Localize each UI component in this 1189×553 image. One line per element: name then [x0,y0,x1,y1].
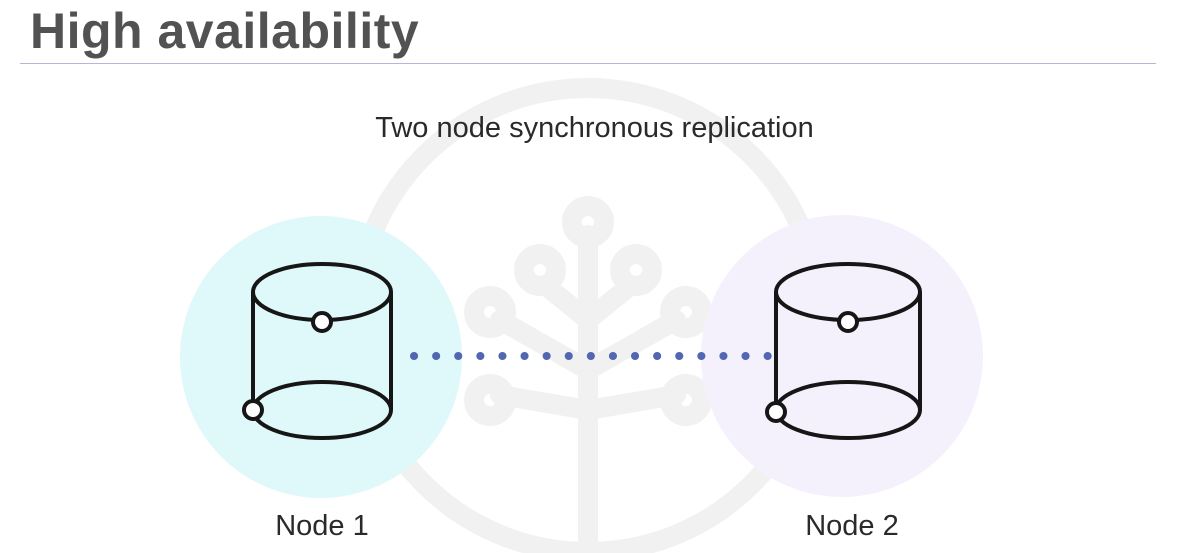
watermark-tree-icon [346,78,830,553]
node-2-database-icon [765,262,922,440]
title-divider [20,63,1156,64]
node-1-label: Node 1 [275,510,369,542]
node-2-label: Node 2 [805,510,899,542]
node-1-halo [180,216,462,498]
slide-title: High availability [30,3,420,59]
diagram-subtitle: Two node synchronous replication [375,112,814,144]
node-1-database-icon [242,262,393,440]
